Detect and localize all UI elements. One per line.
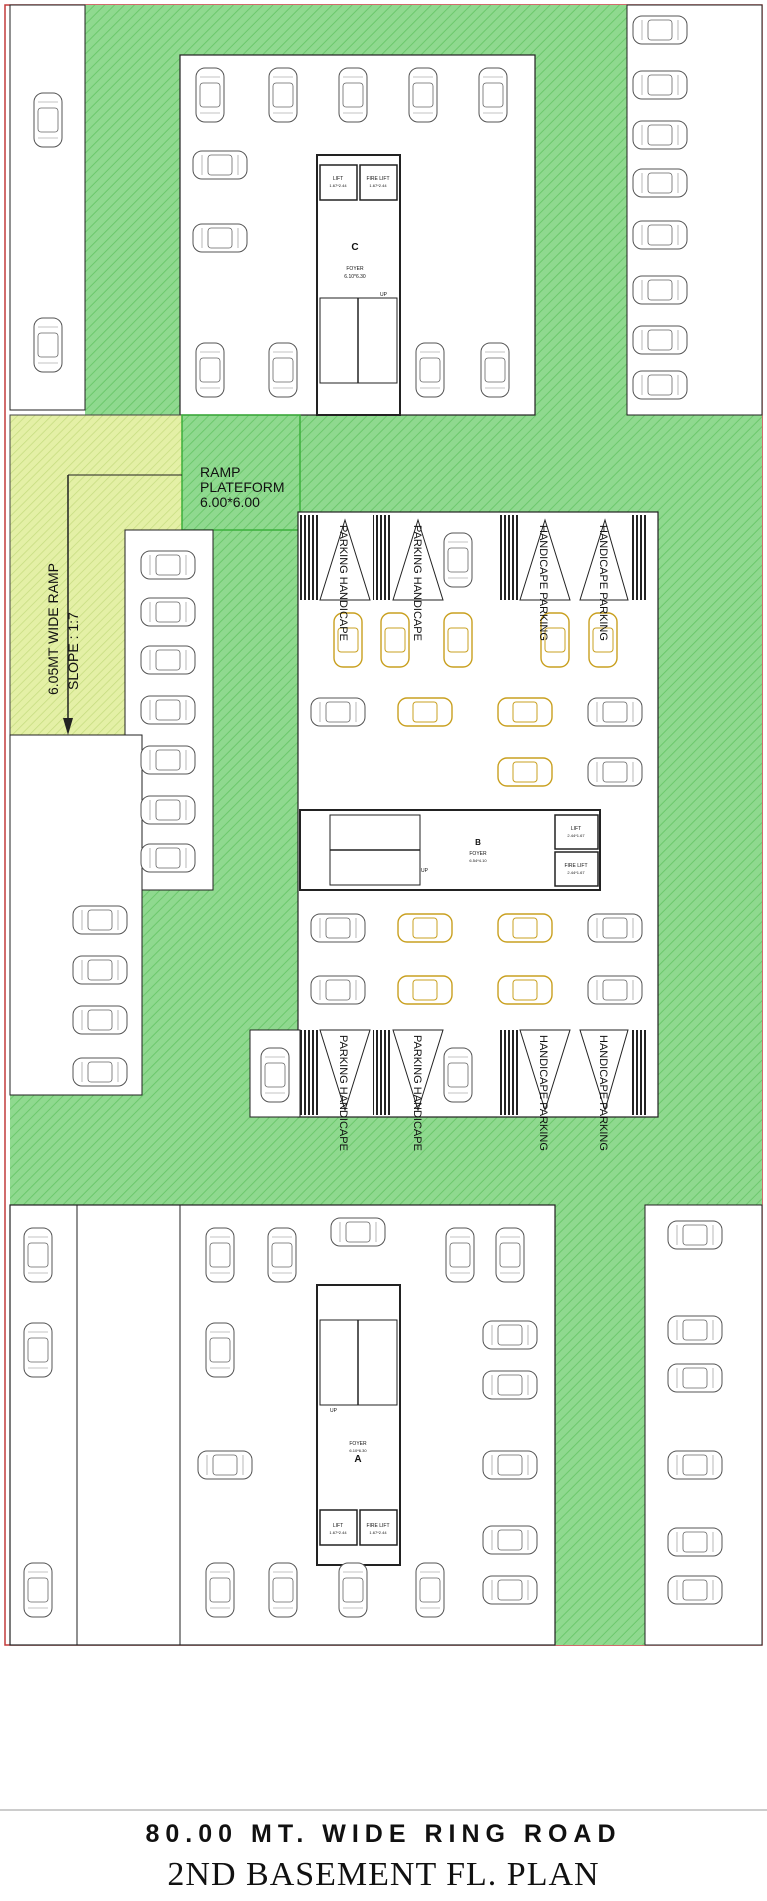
core-c (316, 154, 401, 416)
core-c-up: UP (380, 292, 388, 298)
core-c-lift-size: 1.67*2.44 (329, 183, 347, 188)
handicap-label-top-4: HANDICAPE PARKING (597, 525, 609, 641)
ramp-width-label: 6.05MT WIDE RAMP (45, 563, 61, 695)
handicap-label-bottom-2: PARKING HANDICAPE (411, 1035, 423, 1151)
core-a-fire-lift: FIRE LIFT (366, 1523, 389, 1529)
right-strip-bottom (644, 1204, 763, 1646)
core-b-lift: LIFT (571, 826, 581, 832)
handicap-label-top-3: HANDICAPE PARKING (537, 525, 549, 641)
core-b-foyer: FOYER (469, 851, 487, 857)
handicap-label-bottom-1: PARKING HANDICAPE (337, 1035, 349, 1151)
core-a-lift: LIFT (333, 1523, 343, 1529)
core-b-fire-lift: FIRE LIFT (564, 863, 587, 869)
handicap-label-top-1: PARKING HANDICAPE (337, 525, 349, 641)
core-c-fire-lift-size: 1.67*2.44 (369, 183, 387, 188)
core-c-letter: C (351, 242, 358, 253)
core-b-lift-size: 2.44*1.67 (567, 833, 585, 838)
ramp-slope-label: SLOPE : 1:7 (65, 612, 81, 690)
core-c-fire-lift: FIRE LIFT (366, 176, 389, 182)
plan-title: 2ND BASEMENT FL. PLAN (167, 1856, 600, 1893)
core-a-up: UP (330, 1408, 338, 1414)
core-b-foyer-size: 6.54*4.10 (469, 858, 487, 863)
core-c-foyer: FOYER (346, 266, 364, 272)
core-c-lift: LIFT (333, 176, 343, 182)
ramp-platform-label-2: PLATEFORM (200, 479, 285, 495)
core-c-foyer-size: 6.10*6.30 (344, 274, 366, 280)
handicap-label-top-2: PARKING HANDICAPE (411, 525, 423, 641)
core-a-foyer-size: 6.10*6.30 (349, 1448, 367, 1453)
core-a-foyer: FOYER (349, 1441, 367, 1447)
core-a (316, 1284, 401, 1566)
ramp-platform-size: 6.00*6.00 (200, 494, 260, 510)
core-b-letter: B (475, 838, 481, 847)
road-label: 80.00 MT. WIDE RING ROAD (145, 1820, 622, 1848)
core-b (299, 809, 601, 891)
core-a-lift-size: 1.67*2.44 (329, 1530, 347, 1535)
ramp-platform-label-1: RAMP (200, 464, 240, 480)
core-b-up: UP (421, 868, 429, 874)
handicap-label-bottom-3: HANDICAPE PARKING (537, 1035, 549, 1151)
core-a-fire-lift-size: 1.67*2.44 (369, 1530, 387, 1535)
core-a-letter: A (354, 1454, 361, 1465)
ramp-platform (181, 414, 301, 531)
handicap-bays (300, 515, 648, 1115)
core-b-fire-lift-size: 2.44*1.67 (567, 870, 585, 875)
handicap-label-bottom-4: HANDICAPE PARKING (597, 1035, 609, 1151)
